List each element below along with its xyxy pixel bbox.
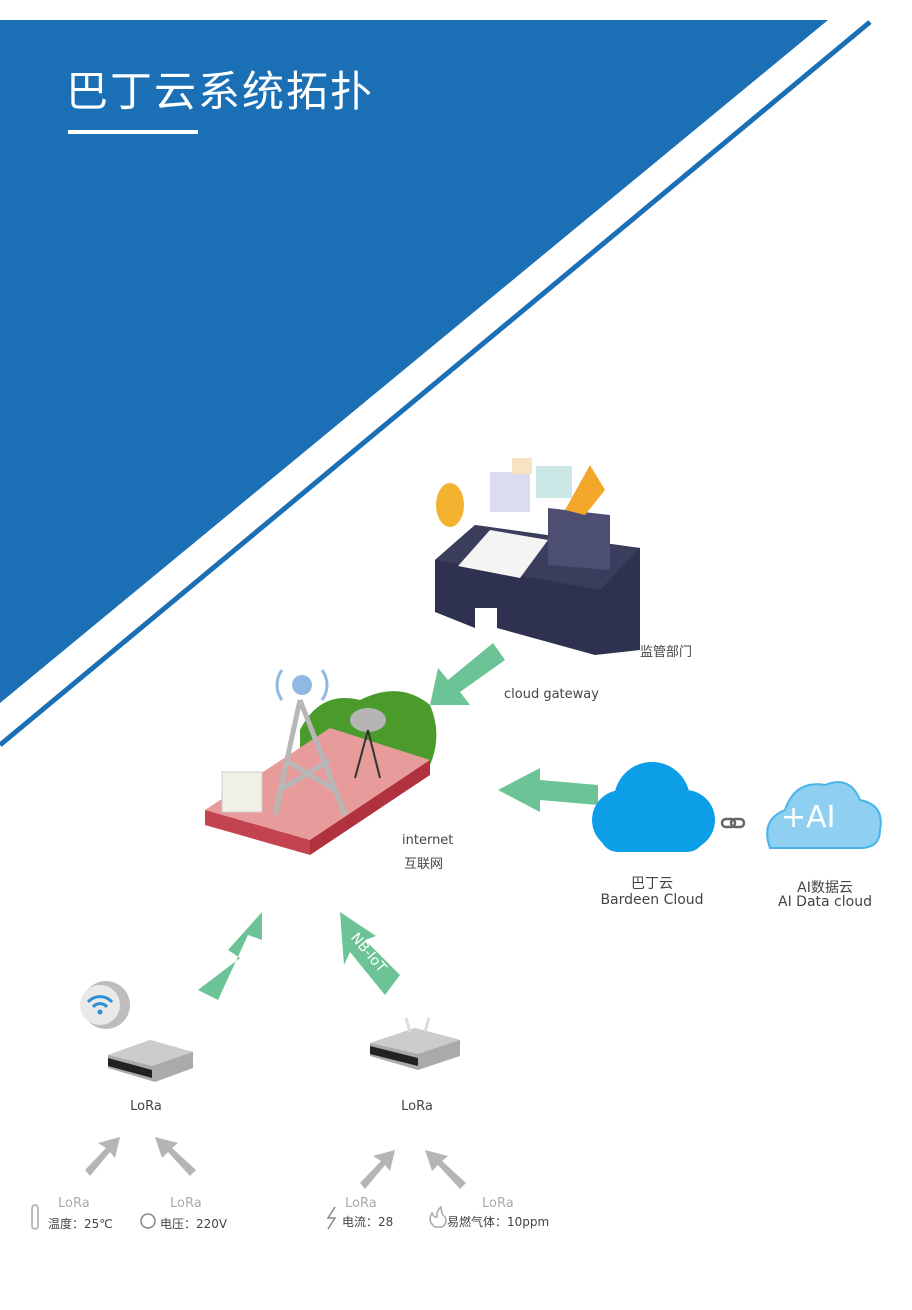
title-underline [68, 130, 198, 134]
gauge-icon [140, 1213, 156, 1229]
lightning-icon [326, 1206, 337, 1230]
bardeen-cloud-icon [592, 762, 715, 852]
page-title: 巴丁云系统拓扑 [66, 67, 375, 116]
arrow-wifi [198, 912, 262, 1000]
arrow-bardeen-to-internet [498, 768, 598, 812]
gateway-device-1 [108, 1040, 193, 1082]
sensor-arrows [85, 1137, 466, 1189]
bardeen-cn-label: 巴丁云 [631, 876, 673, 892]
bardeen-en-label: Bardeen Cloud [600, 892, 704, 908]
ai-cn-label: AI数据云 [797, 880, 853, 896]
sensor-2-protocol: LoRa [170, 1196, 202, 1211]
diagonal-line [0, 20, 872, 747]
sensor-4-protocol: LoRa [482, 1196, 514, 1211]
gateway-2-label: LoRa [401, 1099, 433, 1114]
sensor-3-protocol: LoRa [345, 1196, 377, 1211]
internet-cn-label: 互联网 [404, 857, 444, 872]
thermometer-icon [31, 1204, 39, 1230]
gateway-device-2 [370, 1017, 460, 1070]
wifi-device-icon [80, 981, 130, 1029]
arrow-cloud-gateway [430, 643, 505, 705]
sensor-1-protocol: LoRa [58, 1196, 90, 1211]
supervision-label: 监管部门 [640, 645, 693, 660]
sensor-3-reading: 电流：28 [342, 1215, 394, 1229]
gateway-1-label: LoRa [130, 1099, 162, 1114]
sensor-2-reading: 电压：220V [160, 1217, 228, 1231]
internet-tower-illustration [205, 669, 437, 855]
ai-badge: +AI [781, 800, 836, 835]
cloud-gateway-label: cloud gateway [504, 687, 599, 702]
ai-en-label: AI Data cloud [778, 894, 872, 910]
chain-link-icon [720, 817, 746, 829]
arrow-nbiot [340, 912, 400, 995]
sensor-4-reading: 易燃气体：10ppm [447, 1215, 550, 1229]
internet-label: internet [402, 833, 454, 848]
blue-banner [0, 20, 828, 703]
supervision-desk-illustration [435, 458, 640, 655]
flame-icon [429, 1205, 447, 1228]
sensor-1-reading: 温度：25℃ [48, 1217, 113, 1231]
ai-cloud-icon [766, 781, 882, 849]
